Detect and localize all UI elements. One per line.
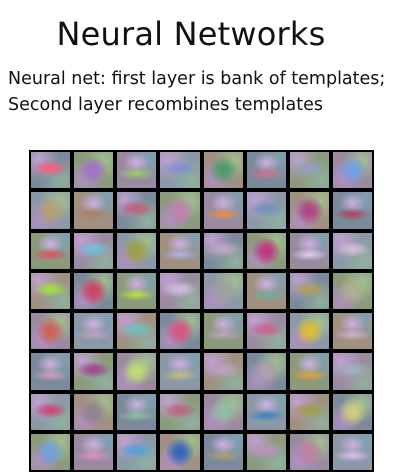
template-tile — [160, 232, 200, 269]
template-tile — [332, 433, 372, 470]
template-tile — [332, 152, 372, 189]
template-tile — [203, 232, 243, 269]
template-grid-image — [29, 150, 374, 472]
template-tile — [74, 393, 114, 430]
template-tile — [203, 353, 243, 390]
template-tile — [160, 433, 200, 470]
template-tile — [246, 232, 286, 269]
template-tile — [160, 313, 200, 350]
template-tile — [332, 232, 372, 269]
template-tile — [31, 192, 71, 229]
template-tile — [203, 393, 243, 430]
template-tile — [117, 353, 157, 390]
template-tile — [117, 433, 157, 470]
template-tile — [289, 152, 329, 189]
template-tile — [203, 433, 243, 470]
template-tile — [160, 152, 200, 189]
template-tile — [74, 433, 114, 470]
template-tile — [117, 393, 157, 430]
template-tile — [332, 353, 372, 390]
template-tile — [203, 152, 243, 189]
template-tile — [74, 232, 114, 269]
template-tile — [31, 272, 71, 309]
template-tile — [160, 192, 200, 229]
template-tile — [31, 232, 71, 269]
template-tile — [332, 393, 372, 430]
body-line-1: Neural net: first layer is bank of templ… — [8, 69, 386, 89]
template-tile — [246, 152, 286, 189]
template-tile — [203, 272, 243, 309]
template-tile — [332, 313, 372, 350]
template-tile — [31, 433, 71, 470]
template-tile — [289, 393, 329, 430]
template-tile — [246, 272, 286, 309]
body-line-2: Second layer recombines templates — [8, 95, 324, 115]
template-tile — [31, 152, 71, 189]
template-tile — [74, 152, 114, 189]
template-tile — [332, 272, 372, 309]
template-tile — [246, 393, 286, 430]
template-tile — [160, 393, 200, 430]
template-tile — [117, 232, 157, 269]
template-tile — [74, 353, 114, 390]
template-tile — [289, 353, 329, 390]
template-tile — [289, 272, 329, 309]
template-tile — [246, 433, 286, 470]
slide-title: Neural Networks — [56, 15, 326, 53]
template-tile — [74, 313, 114, 350]
template-tile — [74, 272, 114, 309]
template-tile — [117, 313, 157, 350]
template-tile — [74, 192, 114, 229]
template-tile — [289, 192, 329, 229]
template-tile — [289, 313, 329, 350]
template-tile — [203, 192, 243, 229]
template-tile — [289, 232, 329, 269]
template-tile — [246, 192, 286, 229]
template-tile — [246, 353, 286, 390]
template-tile — [203, 313, 243, 350]
template-tile — [332, 192, 372, 229]
slide-body: Neural net: first layer is bank of templ… — [8, 66, 412, 118]
template-tile — [289, 433, 329, 470]
template-tile — [160, 353, 200, 390]
template-tile — [117, 152, 157, 189]
template-tile — [31, 393, 71, 430]
template-tile — [246, 313, 286, 350]
template-tile — [160, 272, 200, 309]
template-tile — [31, 313, 71, 350]
template-tile — [117, 272, 157, 309]
template-tile — [117, 192, 157, 229]
template-tile — [31, 353, 71, 390]
